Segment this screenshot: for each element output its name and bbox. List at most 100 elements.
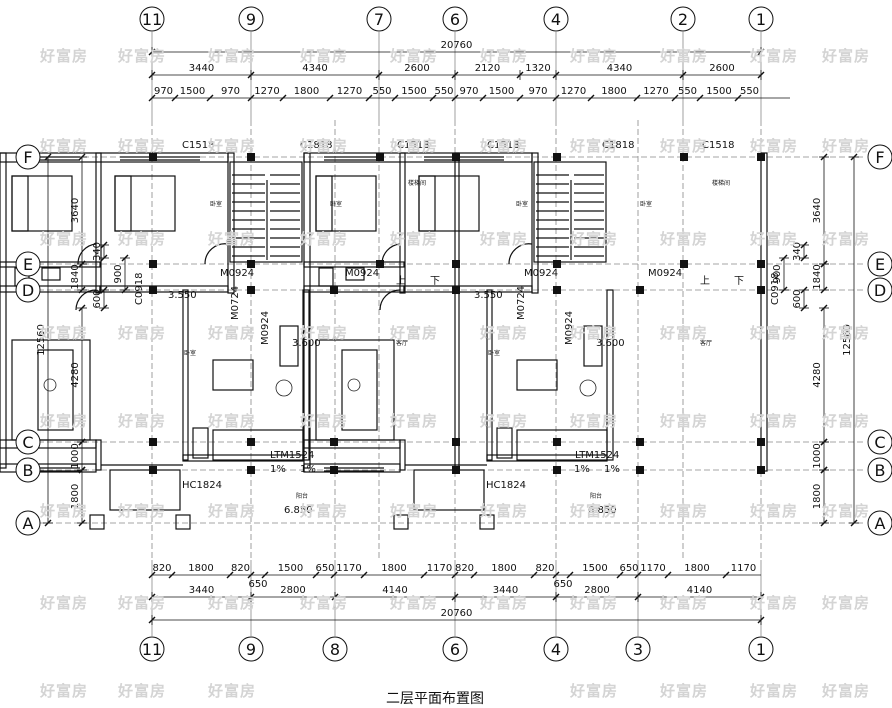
plan-label: 客厅 bbox=[396, 339, 408, 347]
plan-label: 卧室 bbox=[488, 349, 500, 357]
watermark-text: 好富房 bbox=[118, 502, 167, 520]
axis-label: E bbox=[875, 255, 885, 274]
column bbox=[757, 466, 765, 474]
tv-cabinet bbox=[583, 325, 603, 367]
axis-label: 9 bbox=[246, 640, 256, 659]
dim-value: 600 bbox=[792, 289, 803, 308]
axis-label: B bbox=[875, 461, 886, 480]
wall bbox=[227, 152, 235, 294]
wall bbox=[302, 289, 310, 461]
dim-value: 550 bbox=[678, 86, 697, 97]
watermark-text: 好富房 bbox=[822, 47, 871, 65]
axis-label: 1 bbox=[756, 10, 766, 29]
wall bbox=[303, 285, 405, 293]
watermark-text: 好富房 bbox=[300, 230, 349, 248]
dim-value: 820 bbox=[231, 563, 250, 574]
watermark-text: 好富房 bbox=[390, 137, 439, 155]
watermark-text: 好富房 bbox=[40, 594, 89, 612]
plan-label: 下 bbox=[734, 276, 744, 287]
axis-label: 6 bbox=[450, 640, 460, 659]
plant bbox=[275, 379, 293, 397]
exterior-wall-left bbox=[0, 152, 7, 469]
plan-label: C0918 bbox=[770, 273, 781, 305]
watermark-text: 好富房 bbox=[390, 502, 439, 520]
dim-tick bbox=[451, 571, 459, 579]
axis-bubble bbox=[15, 251, 41, 277]
dim-value: 1170 bbox=[731, 563, 756, 574]
axis-label: 6 bbox=[450, 10, 460, 29]
axis-bubble bbox=[15, 277, 41, 303]
watermark-text: 好富房 bbox=[118, 682, 167, 700]
watermark-text: 好富房 bbox=[208, 137, 257, 155]
watermark-text: 好富房 bbox=[480, 502, 529, 520]
plan-label: 卧室 bbox=[330, 200, 342, 208]
dim-value: 4280 bbox=[70, 362, 81, 387]
door-swing bbox=[75, 289, 97, 311]
plan-label: C1818 bbox=[300, 140, 332, 151]
plan-label: 3.600 bbox=[292, 338, 321, 349]
wall bbox=[399, 439, 406, 471]
planter bbox=[89, 514, 105, 530]
dim-value: 1270 bbox=[337, 86, 362, 97]
wall bbox=[606, 289, 614, 461]
plan-label: 上 bbox=[396, 275, 406, 287]
dim-value: 3640 bbox=[70, 198, 81, 223]
watermark-text: 好富房 bbox=[570, 137, 619, 155]
column bbox=[376, 260, 384, 268]
dim-value: 340 bbox=[92, 242, 103, 261]
axis-bubble bbox=[15, 457, 41, 483]
dim-tick bbox=[634, 571, 642, 579]
column bbox=[553, 466, 561, 474]
axis-bubble bbox=[867, 457, 892, 483]
axis-label: B bbox=[23, 461, 34, 480]
axis-label: C bbox=[874, 433, 885, 452]
watermark-text: 好富房 bbox=[822, 137, 871, 155]
column bbox=[452, 260, 460, 268]
bed bbox=[315, 175, 377, 232]
plan-label: 阳台 bbox=[296, 492, 308, 500]
watermark-text: 好富房 bbox=[300, 137, 349, 155]
column bbox=[680, 153, 688, 161]
dim-value: 1800 bbox=[684, 563, 709, 574]
watermark-text: 好富房 bbox=[300, 324, 349, 342]
bedside bbox=[315, 175, 333, 232]
axis-bubble bbox=[238, 6, 264, 32]
axis-bubble bbox=[442, 6, 468, 32]
dim-value: 1500 bbox=[706, 86, 731, 97]
dim-tick bbox=[696, 94, 704, 102]
column bbox=[247, 466, 255, 474]
plant bbox=[579, 379, 597, 397]
dim-value: 1500 bbox=[401, 86, 426, 97]
dim-value: 1800 bbox=[188, 563, 213, 574]
axis-label: 2 bbox=[678, 10, 688, 29]
wall bbox=[95, 152, 102, 294]
column bbox=[680, 260, 688, 268]
dim-value: 1270 bbox=[643, 86, 668, 97]
plan-label: 1% bbox=[300, 464, 316, 475]
dim-value: 2600 bbox=[404, 63, 429, 74]
dim-value: 20760 bbox=[441, 40, 473, 51]
sofa bbox=[516, 429, 608, 461]
axis-bubble bbox=[670, 6, 696, 32]
plan-label: 卧室 bbox=[640, 200, 652, 208]
plan-label: LTM1524 bbox=[575, 450, 619, 461]
sofa bbox=[212, 429, 304, 461]
plan-label: 1% bbox=[604, 464, 620, 475]
column bbox=[247, 438, 255, 446]
watermark-text: 好富房 bbox=[822, 502, 871, 520]
axis-bubble bbox=[867, 510, 892, 536]
axis-label: F bbox=[875, 148, 884, 167]
axis-bubble bbox=[748, 636, 774, 662]
watermark-text: 好富房 bbox=[40, 47, 89, 65]
wall bbox=[0, 261, 101, 268]
watermark-text: 好富房 bbox=[570, 412, 619, 430]
plan-label: M0724 bbox=[230, 286, 241, 320]
watermark-text: 好富房 bbox=[300, 47, 349, 65]
dim-value: 20760 bbox=[441, 608, 473, 619]
watermark-text: 好富房 bbox=[208, 324, 257, 342]
dim-tick bbox=[616, 571, 624, 579]
axis-bubble bbox=[543, 6, 569, 32]
watermark-text: 好富房 bbox=[390, 324, 439, 342]
dim-value: 2120 bbox=[475, 63, 500, 74]
